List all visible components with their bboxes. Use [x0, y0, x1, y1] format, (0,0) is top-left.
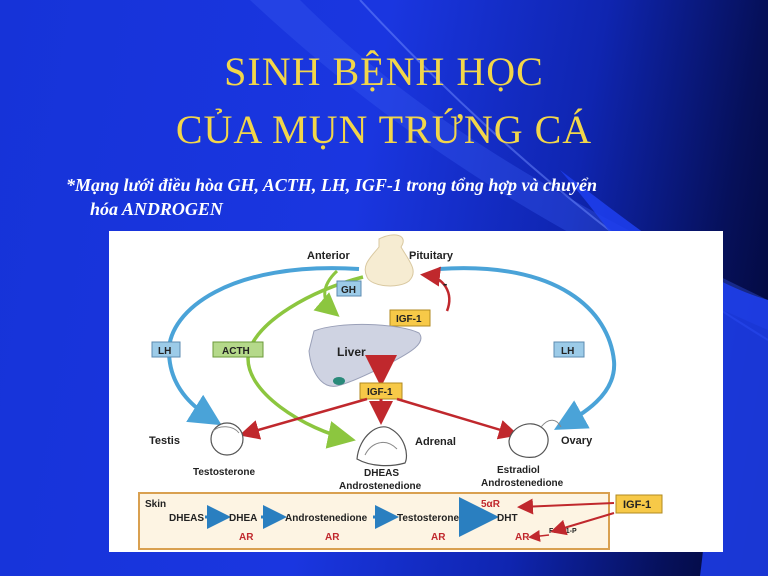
- testis-label: Testis: [149, 435, 180, 447]
- pathway-dheas: DHEAS: [169, 513, 204, 524]
- skin-label: Skin: [145, 499, 166, 510]
- igf1-feedback-arrow: [420, 266, 451, 312]
- androgen-regulation-diagram: Anterior Pituitary - GH IGF-1 LH ACTH LH…: [138, 234, 663, 550]
- pituitary-gland-icon: [364, 234, 414, 287]
- slide-title-line2: CỦA MỤN TRỨNG CÁ: [175, 107, 593, 152]
- gh-box: [336, 280, 362, 297]
- ovary-label: Ovary: [561, 435, 593, 447]
- igf1-top-box: [389, 309, 431, 327]
- igf1-skin-label: IGF-1: [623, 499, 651, 511]
- lh-right-label: LH: [561, 346, 574, 357]
- five-alpha-reductase-label: 5αR: [481, 499, 501, 510]
- lh-left-arrow: [166, 266, 360, 426]
- lh-right-arrow: [438, 266, 617, 430]
- dheas-organ-label: DHEAS: [364, 468, 399, 479]
- subtitle-line2: hóa ANDROGEN: [90, 199, 223, 219]
- lh-left-label: LH: [158, 346, 171, 357]
- liver-label: Liver: [337, 345, 366, 359]
- foxo-to-ar-arrow: [528, 530, 550, 542]
- igf1-to-testis-arrow: [239, 397, 368, 440]
- estradiol-label: Estradiol: [497, 465, 540, 476]
- acth-label: ACTH: [222, 346, 250, 357]
- igf1-top-label: IGF-1: [396, 314, 422, 325]
- ar-label-3: AR: [431, 532, 446, 543]
- adrenal-icon: [356, 426, 408, 467]
- gh-box-label: GH: [341, 285, 356, 296]
- anterior-label: Anterior: [307, 250, 351, 262]
- igf1-to-5ar-arrow: [517, 498, 615, 515]
- pathway-dhea: DHEA: [229, 513, 257, 524]
- minus-sign: -: [443, 276, 447, 291]
- lh-right-box: [553, 341, 585, 358]
- igf1-mid-label: IGF-1: [367, 387, 393, 398]
- lh-left-box: [151, 341, 181, 358]
- testis-icon: [210, 422, 244, 456]
- ar-label-1: AR: [239, 532, 254, 543]
- pathway-dht: DHT: [497, 513, 518, 524]
- ar-label-2: AR: [325, 532, 340, 543]
- slide-subtitle: *Mạng lưới điều hòa GH, ACTH, LH, IGF-1 …: [66, 173, 726, 221]
- pathway-testosterone: Testosterone: [397, 513, 459, 524]
- slide-title-line1: SINH BỆNH HỌC: [224, 49, 544, 94]
- igf1-to-ovary-arrow: [396, 397, 519, 440]
- acth-box: [212, 341, 264, 358]
- subtitle-line1: *Mạng lưới điều hòa GH, ACTH, LH, IGF-1 …: [66, 175, 597, 195]
- pituitary-label: Pituitary: [409, 250, 454, 262]
- diagram-panel: Anterior Pituitary - GH IGF-1 LH ACTH LH…: [109, 231, 723, 552]
- gallbladder-icon: [333, 377, 345, 385]
- testosterone-label: Testosterone: [193, 467, 255, 478]
- ovary-icon: [508, 423, 549, 458]
- gh-arrow: [313, 269, 340, 317]
- igf1-to-foxo-arrow: [550, 512, 615, 536]
- skin-box: [138, 492, 610, 550]
- igf1-skin-box: [615, 494, 663, 514]
- pathway-androstenedione: Androstenedione: [285, 513, 368, 524]
- ar-label-4: AR: [515, 532, 530, 543]
- androstenedione-adrenal-label: Androstenedione: [339, 481, 422, 492]
- adrenal-label: Adrenal: [415, 436, 456, 448]
- androstenedione-ovary-label: Androstenedione: [481, 478, 564, 489]
